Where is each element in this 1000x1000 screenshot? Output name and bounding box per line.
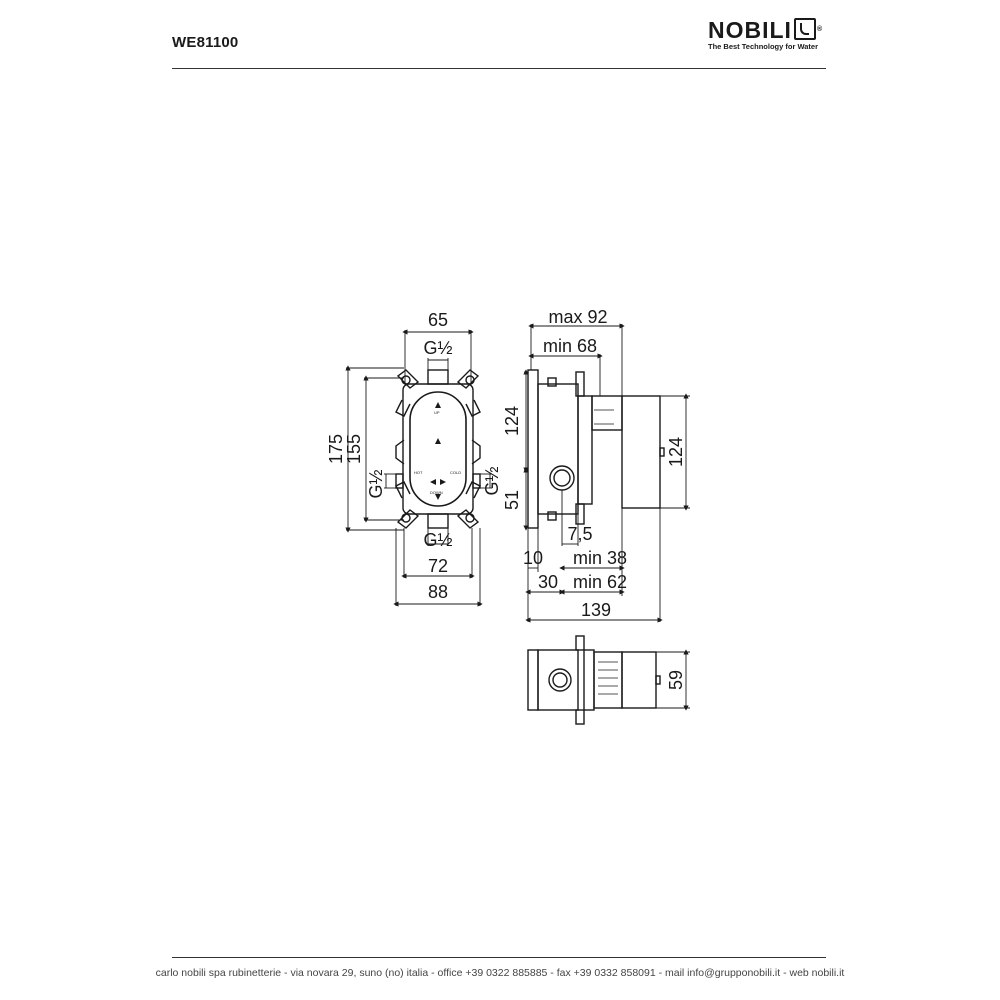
dim-min-62: min 62 <box>573 572 627 592</box>
mounting-bracket-top-left <box>395 369 420 417</box>
footer-contact: carlo nobili spa rubinetterie - via nova… <box>155 967 845 979</box>
dim-30: 30 <box>538 572 558 592</box>
dim-thread-right: G½ <box>482 466 502 495</box>
dim-thread-top: G½ <box>423 338 452 358</box>
brand-tagline: The Best Technology for Water <box>708 42 819 51</box>
side-dimension-lines <box>523 323 690 623</box>
dim-width-inner: 72 <box>428 556 448 576</box>
wall-plate <box>527 369 539 529</box>
dim-max-depth: max 92 <box>548 307 607 327</box>
top-dimension-lines <box>656 649 690 711</box>
dim-min-38: min 38 <box>573 548 627 568</box>
dim-width-top: 65 <box>428 310 448 330</box>
label-hot: HOT <box>414 470 423 475</box>
dim-height-inner: 155 <box>344 434 364 464</box>
mounting-bracket-bottom-right <box>456 481 481 529</box>
valve-oval-cover <box>409 391 467 507</box>
product-code: WE81100 <box>172 34 239 51</box>
side-ear-right <box>471 439 481 465</box>
dim-thread-bottom: G½ <box>423 530 452 550</box>
top-body <box>537 649 579 711</box>
dim-min-depth: min 68 <box>543 336 597 356</box>
side-view <box>527 369 665 529</box>
dim-thread-left: G½ <box>366 469 386 498</box>
top-port-outer <box>548 668 572 692</box>
label-up: UP <box>434 410 440 415</box>
mounting-bracket-bottom-left <box>395 481 420 529</box>
top-flange <box>583 649 595 711</box>
cartridge-box <box>591 395 623 431</box>
dim-7-5: 7,5 <box>567 524 592 544</box>
port-left <box>395 473 404 489</box>
port-top <box>427 369 449 385</box>
side-body <box>537 383 579 515</box>
brand-mark-icon <box>793 18 816 40</box>
front-dimension-lines <box>345 329 492 607</box>
cartridge-cover <box>621 395 661 509</box>
dim-10: 10 <box>523 548 543 568</box>
side-lug-top <box>547 377 557 387</box>
side-lug-bottom <box>547 511 557 521</box>
port-bottom <box>427 513 449 529</box>
mounting-bracket-top-right <box>456 369 481 417</box>
top-wall-plate <box>527 649 539 711</box>
side-flange <box>577 395 593 505</box>
label-down: DOWN <box>430 490 443 495</box>
top-lug-bottom <box>575 709 585 725</box>
footer-divider <box>172 957 826 958</box>
port-right <box>472 473 481 489</box>
cover-pin <box>659 447 665 457</box>
dim-width-outer: 88 <box>428 582 448 602</box>
top-view <box>527 635 661 725</box>
top-cartridge <box>593 651 623 709</box>
brand-logo: NOBILI ® The Best Technology for Water <box>708 16 828 51</box>
header-divider <box>172 68 826 69</box>
side-ear-left <box>395 439 405 465</box>
top-cover <box>621 651 657 709</box>
top-cover-pin <box>655 675 661 685</box>
dim-offset-left: 51 <box>502 490 522 510</box>
top-port-inner <box>552 672 568 688</box>
dim-height-outer: 175 <box>326 434 346 464</box>
dim-height-left: 124 <box>502 406 522 436</box>
registered-mark-icon: ® <box>816 26 824 33</box>
top-lug-top <box>575 635 585 651</box>
flow-arrows-icon <box>430 402 446 500</box>
brand-name: NOBILI <box>708 17 792 43</box>
side-port-inner <box>553 469 571 487</box>
dim-top-width: 59 <box>666 670 686 690</box>
front-view <box>395 369 481 529</box>
dim-height-right: 124 <box>666 437 686 467</box>
dim-total: 139 <box>581 600 611 620</box>
label-cold: COLD <box>450 470 461 475</box>
